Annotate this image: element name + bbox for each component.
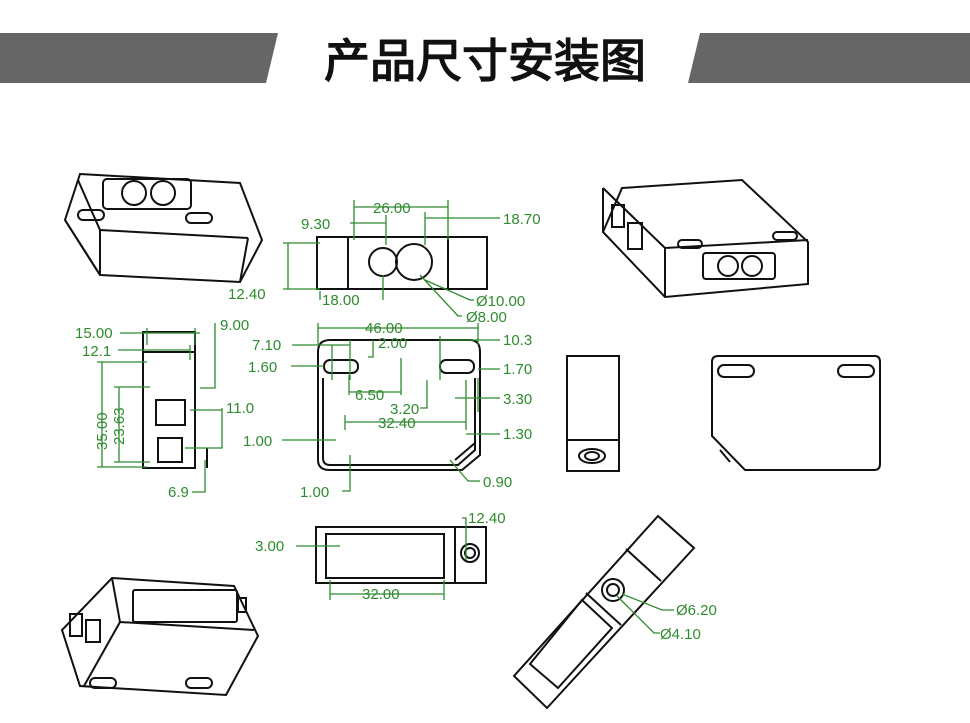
dim-front-height: 12.40: [228, 286, 266, 303]
dim-main-edge-bottom: 1.00: [300, 484, 329, 501]
dim-connector-outer: Ø6.20: [676, 602, 717, 619]
dim-main-overall-width: 46.00: [365, 320, 403, 337]
front-view-dimensions: [283, 200, 500, 317]
dim-main-slot-right-offset: 10.3: [503, 332, 532, 349]
dim-main-edge-right: 1.30: [503, 426, 532, 443]
dim-main-slot-length: 6.50: [355, 387, 384, 404]
bottom-view: [315, 526, 487, 584]
dim-main-right-offset: 3.30: [503, 391, 532, 408]
dim-side-top-right: 9.00: [220, 317, 249, 334]
page-title: 产品尺寸安装图: [324, 34, 646, 88]
banner-right-bar: [688, 33, 970, 83]
dim-main-slot-spacing: 32.40: [378, 415, 416, 432]
connector-dimensions: [616, 593, 674, 634]
dim-main-corner-chamfer: 0.90: [483, 474, 512, 491]
back-plate-view: [711, 355, 881, 471]
dim-side-inner-width: 12.1: [82, 343, 111, 360]
main-view-dimensions: [282, 323, 500, 492]
dim-front-lens-spacing: 18.00: [322, 292, 360, 309]
dim-bottom-hole-offset: 12.40: [468, 510, 506, 527]
dim-front-lens-large: Ø10.00: [476, 293, 525, 310]
dim-bottom-edge: 3.00: [255, 538, 284, 555]
dim-side-bottom-offset: 6.9: [168, 484, 189, 501]
dim-side-window-width: 11.0: [226, 400, 254, 417]
dim-front-lens-small: Ø8.00: [466, 309, 507, 326]
front-view: [316, 236, 488, 290]
dim-main-slot-height-right: 1.70: [503, 361, 532, 378]
bottom-view-dimensions: [296, 517, 467, 600]
dim-side-window-height: 23.63: [111, 407, 128, 445]
header-banner: 产品尺寸安装图: [0, 33, 970, 88]
side-view: [142, 331, 208, 469]
end-view: [566, 355, 620, 472]
dim-main-slot-width: 3.20: [390, 401, 419, 418]
dim-front-offset-left: 9.30: [301, 216, 330, 233]
iso-view-bottom-left: [60, 576, 260, 697]
dim-front-offset-right: 18.70: [503, 211, 541, 228]
dim-main-slot-gap: 2.00: [378, 335, 407, 352]
iso-view-bottom-right: [512, 514, 696, 710]
dim-main-slot-height: 1.60: [248, 359, 277, 376]
dim-main-edge-left: 1.00: [243, 433, 272, 450]
dimension-drawing: 26.00 9.30 18.70 12.40 18.00 Ø10.00 Ø8.0…: [60, 172, 881, 710]
dim-connector-inner: Ø4.10: [660, 626, 701, 643]
side-view-dimensions: [97, 323, 223, 493]
banner-left-bar: [0, 33, 278, 83]
iso-view-top-right: [601, 178, 809, 299]
dim-side-height: 35.00: [94, 412, 111, 450]
dim-main-slot-left: 7.10: [252, 337, 281, 354]
dim-side-top-width: 15.00: [75, 325, 113, 342]
dim-front-width: 26.00: [373, 200, 411, 217]
iso-view-top-left: [63, 172, 264, 284]
dim-bottom-length: 32.00: [362, 586, 400, 603]
